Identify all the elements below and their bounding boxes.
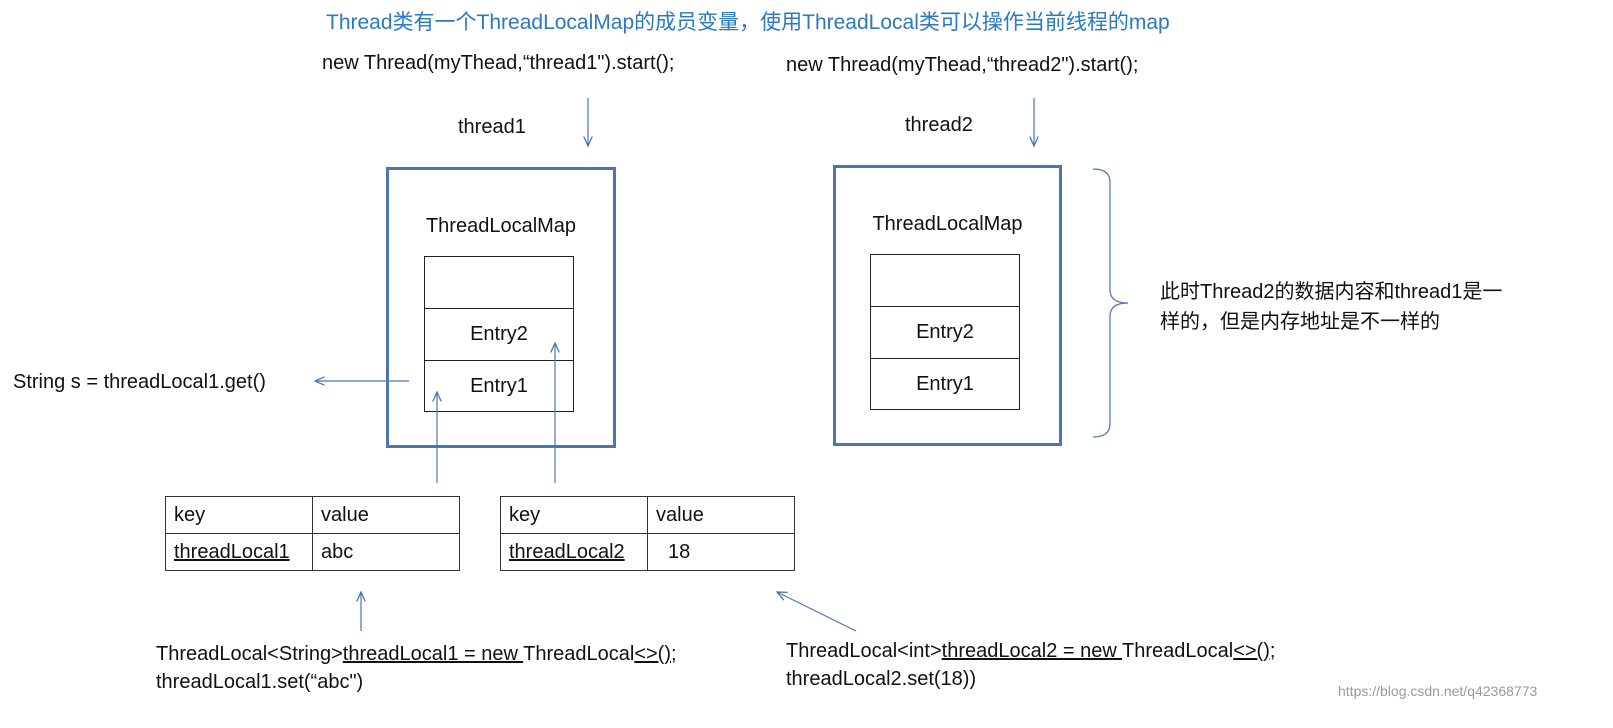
code2-declaration: ThreadLocal<int>threadLocal2 = new Threa… <box>786 639 1275 663</box>
thread2-entry-table: Entry2 Entry1 <box>870 254 1020 410</box>
code2-set: threadLocal2.set(18)) <box>786 668 977 690</box>
thread2-entry1: Entry1 <box>871 358 1019 409</box>
get-call-code: String s = threadLocal1.get() <box>13 371 266 393</box>
code1-type: ThreadLocal<String> <box>156 643 343 665</box>
thread-local2-table: key value threadLocal2 18 <box>500 496 795 571</box>
table1-value: abc <box>312 533 460 571</box>
table2-value: 18 <box>647 533 795 571</box>
code2-end: <>(); <box>1233 640 1276 662</box>
arrow-code2-to-table2 <box>777 592 857 632</box>
thread1-entry1: Entry1 <box>425 360 573 411</box>
thread1-label: thread1 <box>458 116 526 138</box>
table1-key-header: key <box>165 496 313 534</box>
thread1-map-label: ThreadLocalMap <box>425 215 577 237</box>
table2-key-header: key <box>500 496 648 534</box>
code2-type: ThreadLocal<int> <box>786 640 942 662</box>
thread2-entry2: Entry2 <box>871 306 1019 358</box>
code1-declaration: ThreadLocal<String>threadLocal1 = new Th… <box>156 642 677 666</box>
note-line2: 样的，但是内存地址是不一样的 <box>1160 311 1440 333</box>
table2-key: threadLocal2 <box>500 533 648 571</box>
diagram-title: Thread类有一个ThreadLocalMap的成员变量，使用ThreadLo… <box>326 11 1170 34</box>
table2-value-header: value <box>647 496 795 534</box>
note-line1: 此时Thread2的数据内容和thread1是一 <box>1160 281 1503 303</box>
thread2-label: thread2 <box>905 114 973 136</box>
code1-set: threadLocal1.set(“abc") <box>156 671 364 693</box>
thread2-brace <box>1092 168 1129 438</box>
thread-local1-table: key value threadLocal1 abc <box>165 496 460 571</box>
code1-end: <>(); <box>634 643 677 665</box>
code2-var: threadLocal2 = new <box>941 640 1122 662</box>
code2-ctor: ThreadLocal <box>1122 640 1234 662</box>
thread2-box: ThreadLocalMap Entry2 Entry1 <box>833 165 1062 446</box>
watermark: https://blog.csdn.net/q42368773 <box>1338 683 1538 699</box>
thread2-create-code: new Thread(myThead,“thread2").start(); <box>786 54 1139 76</box>
code1-ctor: ThreadLocal <box>523 643 635 665</box>
thread1-entry2: Entry2 <box>425 308 573 360</box>
thread1-create-code: new Thread(myThead,“thread1").start(); <box>322 52 675 74</box>
thread2-map-label: ThreadLocalMap <box>872 213 1023 235</box>
table1-value-header: value <box>312 496 460 534</box>
code1-var: threadLocal1 = new <box>342 643 524 665</box>
table1-key: threadLocal1 <box>165 533 313 571</box>
thread1-entry-table: Entry2 Entry1 <box>424 256 574 412</box>
thread1-box: ThreadLocalMap Entry2 Entry1 <box>386 167 616 448</box>
